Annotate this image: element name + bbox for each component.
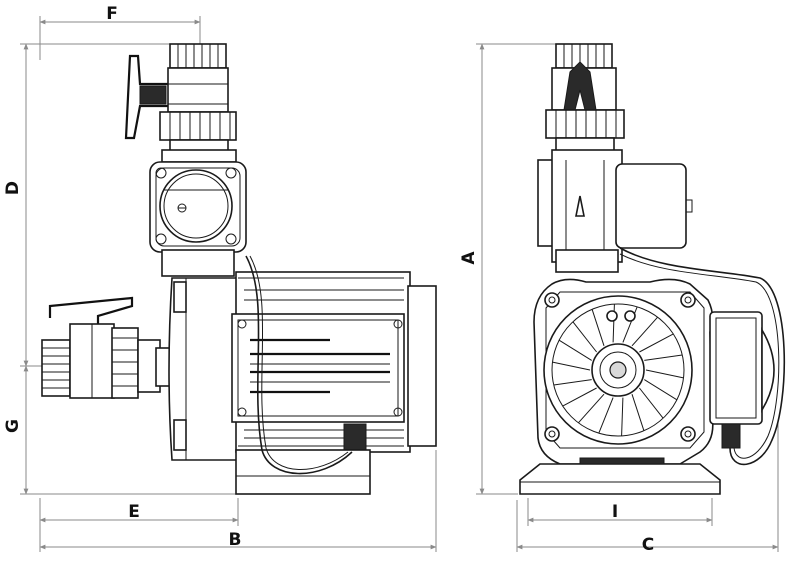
dimension-label-c: C	[642, 535, 654, 555]
dimension-label-d: D	[3, 181, 23, 195]
impeller-spoke	[639, 333, 674, 353]
dimension-label-a: A	[459, 251, 479, 265]
impeller-spoke	[553, 379, 592, 386]
dimension-label-f: F	[106, 4, 118, 24]
dimension-label-b: B	[229, 530, 242, 550]
impeller-spoke	[591, 309, 605, 346]
impeller-spoke	[631, 394, 645, 431]
dimension-labels: F D G E B A I C	[3, 4, 654, 555]
impeller-spoke	[644, 354, 683, 361]
pump-side-view-icon	[41, 43, 437, 495]
impeller-spoke	[639, 387, 664, 419]
pump-front-view-icon	[519, 43, 786, 495]
impeller-spoke	[621, 397, 624, 436]
impeller-spoke	[612, 304, 615, 343]
impeller-spoke	[552, 361, 591, 371]
impeller-spoke	[645, 369, 684, 379]
impeller-spoke	[631, 316, 658, 347]
dimension-label-i: I	[612, 502, 618, 522]
impeller-spoke	[622, 306, 638, 343]
dimension-label-e: E	[128, 502, 140, 522]
impeller-spoke	[578, 393, 605, 424]
impeller-spoke	[558, 339, 592, 361]
impeller-spoke	[572, 321, 597, 353]
dimension-lines	[20, 16, 779, 552]
dimension-label-g: G	[3, 419, 23, 433]
impeller-spoke	[644, 379, 678, 401]
impeller-spoke	[598, 397, 614, 434]
impeller-spoke	[562, 387, 597, 407]
